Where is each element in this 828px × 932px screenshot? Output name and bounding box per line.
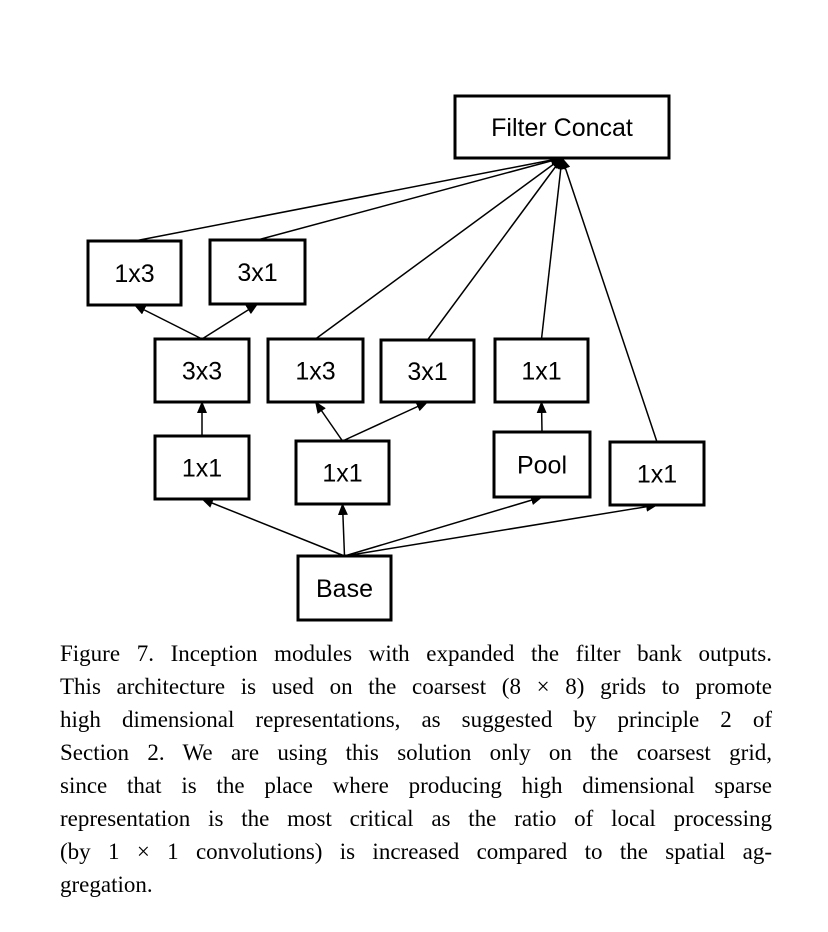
node-conv_3x3: 3x3 [153, 337, 251, 404]
node-box-filter_concat [453, 94, 671, 160]
edge-base-to-conv_1x1_center [337, 503, 348, 557]
node-label-conv_1x3_mid: 1x3 [295, 357, 335, 385]
edge-conv_1x1_center-to-conv_1x3_mid [314, 401, 344, 442]
node-label-conv_1x3_top: 1x3 [114, 260, 154, 288]
edge-base-to-conv_1x1_left [201, 498, 345, 557]
node-box-conv_3x3 [153, 337, 251, 404]
node-label-conv_3x1_top: 3x1 [237, 259, 277, 287]
node-conv_1x3_mid: 1x3 [266, 337, 365, 404]
node-conv_1x1_right: 1x1 [608, 440, 706, 507]
caption-line-8: gregation. [60, 872, 153, 897]
node-conv_1x1_above_pool: 1x1 [493, 337, 590, 404]
edge-conv_3x1_mid-to-filter_concat [426, 157, 563, 341]
edge-conv_1x3_mid-to-filter_concat [315, 157, 563, 340]
edge-conv_1x3_top-to-filter_concat [134, 155, 563, 242]
node-base: Base [296, 554, 393, 622]
node-label-conv_1x1_above_pool: 1x1 [521, 357, 561, 385]
edge-base-to-conv_1x1_right [344, 501, 658, 557]
node-box-conv_1x3_top [86, 239, 183, 307]
node-label-conv_3x3: 3x3 [182, 357, 222, 385]
caption-line-5: since that is the place where producing … [60, 773, 772, 798]
edge-base-to-pool [344, 495, 543, 557]
caption-line-3: high dimensional representations, as sug… [60, 707, 772, 732]
edge-conv_3x3-to-conv_3x1_top [201, 303, 259, 340]
node-conv_1x1_left: 1x1 [153, 434, 251, 501]
node-box-conv_3x1_mid [379, 338, 476, 404]
node-box-base [296, 554, 393, 622]
edges-layer [133, 155, 658, 557]
edge-conv_3x3-to-conv_1x3_top [133, 304, 203, 340]
node-box-conv_3x1_top [208, 238, 307, 306]
node-pool: Pool [492, 430, 592, 499]
node-box-conv_1x1_left [153, 434, 251, 501]
node-conv_3x1_mid: 3x1 [379, 338, 476, 404]
node-label-pool: Pool [517, 451, 567, 479]
node-label-conv_1x1_right: 1x1 [637, 460, 677, 488]
node-label-filter_concat: Filter Concat [491, 114, 633, 142]
edge-pool-to-conv_1x1_above_pool [536, 401, 547, 433]
node-box-pool [492, 430, 592, 499]
node-label-base: Base [316, 575, 373, 603]
edge-conv_1x1_above_pool-to-filter_concat [540, 157, 566, 340]
caption-line-1: Figure 7. Inception modules with expande… [60, 641, 772, 666]
node-label-conv_3x1_mid: 3x1 [407, 358, 447, 386]
edge-conv_1x1_right-to-filter_concat [560, 157, 658, 443]
node-filter_concat: Filter Concat [453, 94, 671, 160]
figure-caption: Figure 7. Inception modules with expande… [60, 637, 772, 901]
node-box-conv_1x1_right [608, 440, 706, 507]
node-conv_1x3_top: 1x3 [86, 239, 183, 307]
caption-line-7: (by 1 × 1 convolutions) is increased com… [60, 839, 772, 864]
node-label-conv_1x1_left: 1x1 [182, 454, 222, 482]
node-label-conv_1x1_center: 1x1 [322, 459, 362, 487]
node-box-conv_1x1_above_pool [493, 337, 590, 404]
caption-line-2: This architecture is used on the coarses… [60, 674, 772, 699]
node-conv_1x1_center: 1x1 [294, 439, 391, 506]
caption-line-6: representation is the most critical as t… [60, 806, 772, 831]
node-conv_3x1_top: 3x1 [208, 238, 307, 306]
node-box-conv_1x3_mid [266, 337, 365, 404]
caption-line-4: Section 2. We are using this solution on… [60, 740, 772, 765]
edge-conv_3x1_top-to-filter_concat [257, 156, 563, 241]
node-box-conv_1x1_center [294, 439, 391, 506]
edge-conv_1x1_center-to-conv_3x1_mid [342, 401, 429, 442]
